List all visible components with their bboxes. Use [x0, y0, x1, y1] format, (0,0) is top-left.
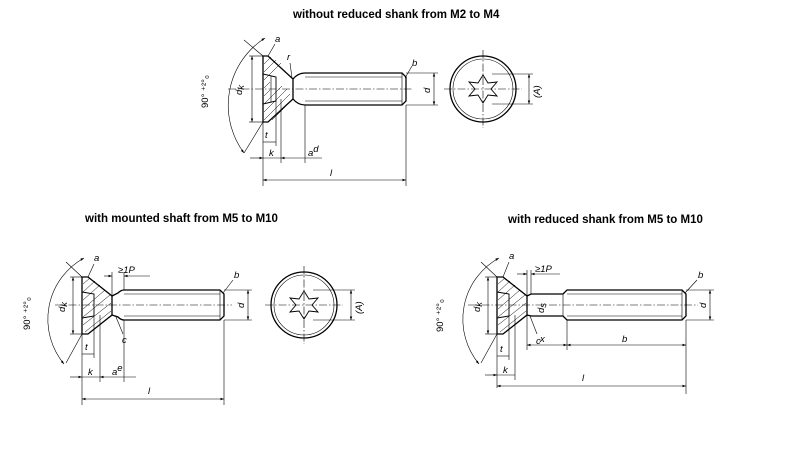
k-label: k	[269, 148, 275, 159]
x-label: x	[539, 334, 546, 345]
angle-label: 90° ⁺²°₀	[435, 299, 446, 332]
b-length-label: b	[622, 334, 627, 345]
head-hatching	[497, 277, 527, 333]
dk-label: dk	[472, 301, 485, 312]
screw-top: 90° ⁺²°₀ dk a r b d t k ad l	[200, 34, 438, 186]
head-hatching	[82, 277, 112, 333]
screw-bottom-right: ds 90° ⁺²°₀ dk a b c ≥1P d t	[435, 251, 714, 394]
t-label: t	[85, 342, 88, 353]
dk-label: dk	[57, 301, 70, 312]
head-hatching	[263, 56, 291, 121]
end-view-top: (A)	[444, 50, 543, 128]
label-b: b	[698, 270, 703, 281]
label-c: c	[536, 336, 541, 347]
min-p-label: ≥1P	[118, 265, 135, 276]
label-a: a	[275, 34, 280, 45]
screw-bottom-left: 90° ⁺²°₀ dk a b c ≥1P d t k ae	[22, 253, 252, 405]
dk-label: dk	[234, 84, 247, 95]
t-label: t	[265, 130, 268, 141]
label-b: b	[412, 58, 417, 69]
A-label: (A)	[354, 301, 365, 314]
angle-label: 90° ⁺²°₀	[200, 75, 211, 108]
af-label: ad	[308, 144, 319, 159]
heading-bottom-left: with mounted shaft from M5 to M10	[85, 213, 278, 225]
label-a: a	[94, 253, 99, 264]
l-label: l	[330, 168, 333, 179]
label-a: a	[509, 251, 514, 262]
ae-label: ae	[112, 363, 123, 378]
A-label: (A)	[532, 85, 543, 98]
label-b: b	[234, 270, 239, 281]
ds-label: ds	[536, 303, 549, 313]
l-label: l	[148, 386, 151, 397]
d-label: d	[422, 87, 433, 93]
d-label: d	[236, 302, 247, 308]
min-p-label: ≥1P	[535, 264, 552, 275]
end-view-bottom-left: (A)	[265, 266, 365, 344]
l-label: l	[582, 373, 585, 384]
heading-top: without reduced shank from M2 to M4	[293, 9, 500, 21]
d-label: d	[698, 302, 709, 308]
k-label: k	[503, 365, 509, 376]
angle-label: 90° ⁺²°₀	[22, 297, 33, 330]
heading-bottom-right: with reduced shank from M5 to M10	[508, 214, 703, 226]
label-r: r	[287, 52, 291, 63]
t-label: t	[500, 344, 503, 355]
k-label: k	[88, 367, 94, 378]
label-c: c	[122, 335, 127, 346]
